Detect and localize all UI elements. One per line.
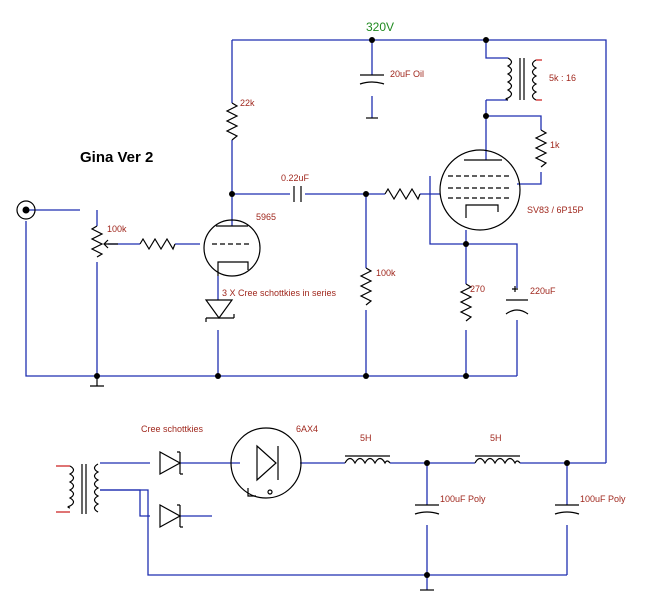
cathode-resistor-icon [459,283,473,322]
input-tube-label: 5965 [256,212,276,222]
ground-rail [25,221,517,377]
b-plus-rail [232,39,607,463]
input-tube-icon [203,219,261,277]
rectifier-diode-icon [159,450,183,529]
cathode-cap-label: 220uF [530,286,556,296]
plate-resistor-label: 22k [240,98,255,108]
pot-label: 100k [107,224,127,234]
plate-resistor-icon [225,102,239,141]
choke2-icon [474,455,521,465]
grid-stopper-resistor-icon [139,237,176,251]
junctions [94,37,570,578]
choke2-label: 5H [490,433,502,443]
output-transformer-label: 5k : 16 [549,73,576,83]
poly-cap1-label: 100uF Poly [440,494,486,504]
screen-resistor-label: 1k [550,140,560,150]
filter-cap-icon [359,74,385,119]
filter-cap-wires [426,463,568,575]
grid-resistor-icon [359,267,373,306]
cathode-cap-icon [505,286,529,315]
ot-primary-wire [485,40,508,116]
choke1-icon [344,455,391,465]
screen-wire [486,115,542,185]
center-tap-wire [100,489,567,576]
cathode-resistor-label: 270 [470,284,485,294]
rect-tube-label: 6AX4 [296,424,318,434]
bypass-wire [466,243,518,376]
poly-cap1-icon [414,504,440,515]
input-jack-icon [16,200,36,220]
filter-cap-top-label: 20uF Oil [390,69,424,79]
output-tube-icon [439,149,521,231]
choke1-label: 5H [360,433,372,443]
diagram-title: Gina Ver 2 [80,149,153,166]
grid-resistor-label: 100k [376,268,396,278]
labels: Gina Ver 2 320V 100k 22k 5965 0.22uF 3 X… [80,20,626,504]
rectifier-lower-wire [100,489,212,517]
coupling-cap-label: 0.22uF [281,173,310,183]
supply-voltage-label: 320V [366,20,394,34]
wires [25,39,607,590]
rect-diodes-label: Cree schottkies [141,424,204,434]
input-wire [26,209,98,376]
ground-icon [90,376,434,591]
screen-resistor-icon [534,129,548,168]
bias-diodes-label: 3 X Cree schottkies in series [222,288,337,298]
output-tube-label: SV83 / 6P15P [527,205,584,215]
power-transformer-icon [56,463,100,514]
volume-pot-icon [90,225,118,258]
cathode-wire [429,176,467,376]
bias-diode-icon [204,299,235,322]
coupling-cap-icon [293,186,302,202]
rectifier-tube-icon [230,427,302,499]
poly-cap2-label: 100uF Poly [580,494,626,504]
poly-cap2-icon [554,504,580,515]
output-transformer-icon [505,57,542,101]
output-stopper-resistor-icon [384,187,421,201]
